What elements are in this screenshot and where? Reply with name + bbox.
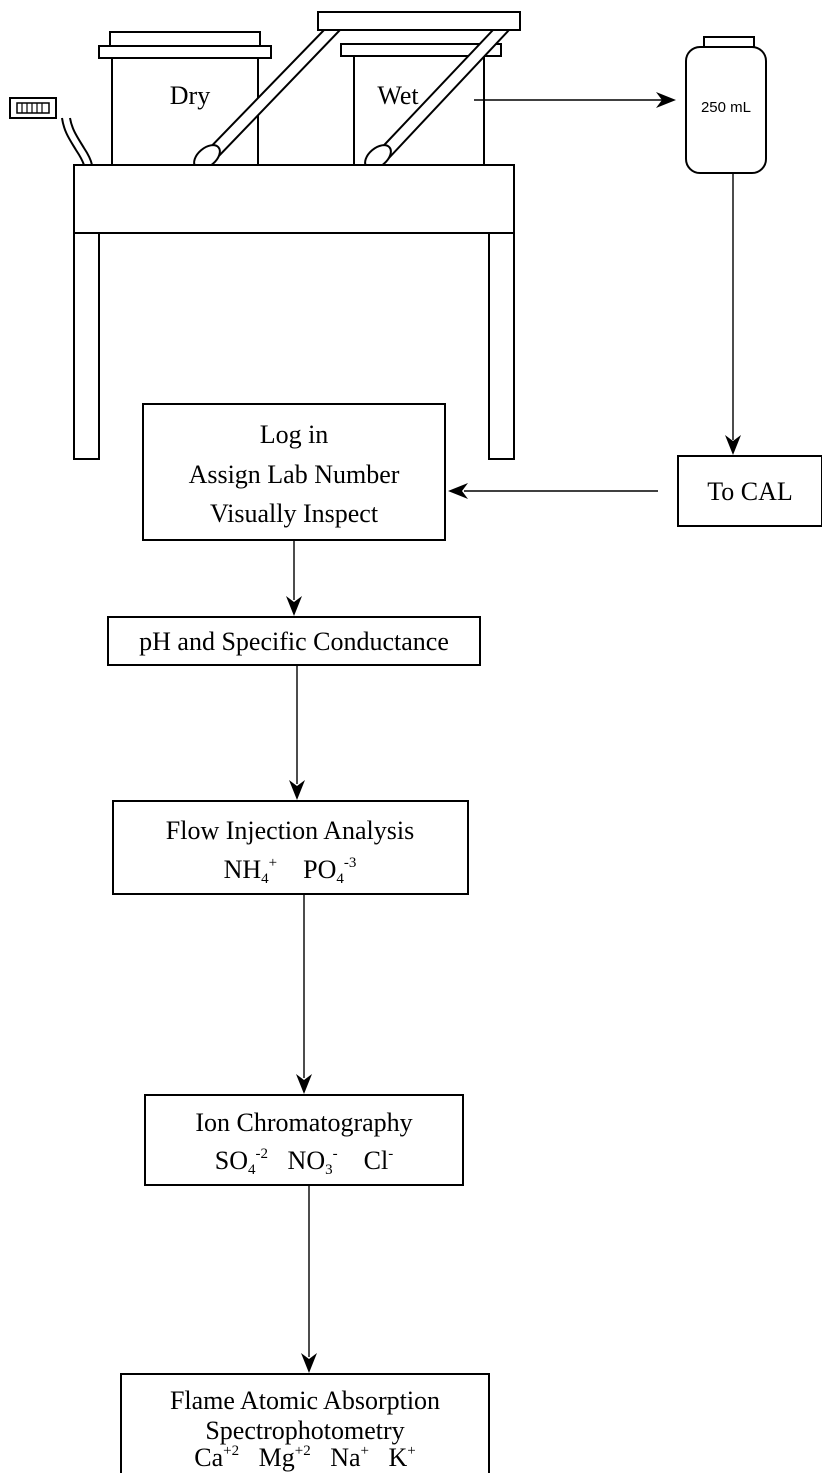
arrow-fia-to-ic	[296, 894, 312, 1094]
wet-dry-collector: Dry Wet	[9, 11, 521, 460]
dry-label: Dry	[170, 81, 210, 110]
login-line-3: Visually Inspect	[210, 499, 379, 528]
arrow-ic-to-faas	[301, 1185, 317, 1373]
sensor-cable	[61, 117, 93, 166]
arrow-cal-to-login	[448, 483, 658, 499]
faas-analytes: Ca+2 Mg+2 Na+ K+	[194, 1443, 416, 1472]
lid-arm-left	[193, 29, 343, 170]
collector-table	[73, 164, 515, 460]
ca-base: Ca	[194, 1443, 223, 1472]
to-cal-label: To CAL	[707, 477, 793, 506]
ph-conductance-box: pH and Specific Conductance	[107, 616, 481, 666]
login-box: Log in Assign Lab Number Visually Inspec…	[142, 403, 446, 541]
cl-base: Cl	[364, 1146, 389, 1175]
na-sup: +	[361, 1443, 369, 1459]
ph-conductance-label: pH and Specific Conductance	[139, 627, 449, 656]
fia-title: Flow Injection Analysis	[166, 816, 414, 845]
flame-aas-box: Flame Atomic Absorption Spectrophotometr…	[120, 1373, 490, 1473]
no3-sub: 3	[325, 1162, 333, 1178]
sensor-box	[9, 97, 57, 119]
arrow-wet-to-bottle	[474, 92, 676, 108]
nh4-sub: 4	[261, 871, 269, 887]
so4-sub: 4	[248, 1162, 256, 1178]
k-sup: +	[407, 1443, 415, 1459]
po4-sup: -3	[344, 855, 357, 871]
dry-bucket: Dry	[98, 31, 272, 167]
faas-line-1: Flame Atomic Absorption	[170, 1386, 440, 1415]
po4-base: PO	[303, 855, 336, 884]
cl-sup: -	[388, 1146, 393, 1162]
faas-line-2: Spectrophotometry	[205, 1416, 404, 1445]
mg-base: Mg	[259, 1443, 295, 1472]
nh4-base: NH	[224, 855, 262, 884]
k-base: K	[389, 1443, 408, 1472]
po4-sub: 4	[336, 871, 344, 887]
to-cal-box: To CAL	[677, 455, 822, 527]
login-line-1: Log in	[260, 420, 329, 449]
sample-bottle: 250 mL	[685, 36, 767, 174]
nh4-sup: +	[269, 855, 277, 871]
login-line-2: Assign Lab Number	[189, 460, 400, 489]
mg-sup: +2	[295, 1443, 311, 1459]
no3-base: NO	[288, 1146, 326, 1175]
fia-analytes: NH4+ PO4-3	[224, 855, 357, 887]
ic-title: Ion Chromatography	[195, 1108, 412, 1137]
bottle-label: 250 mL	[701, 99, 751, 116]
na-base: Na	[330, 1443, 361, 1472]
so4-sup: -2	[256, 1146, 269, 1162]
no3-sup: -	[333, 1146, 338, 1162]
arrow-login-to-ph	[286, 540, 302, 616]
collector-roof	[317, 11, 521, 31]
ca-sup: +2	[223, 1443, 239, 1459]
so4-base: SO	[215, 1146, 248, 1175]
flow-injection-box: Flow Injection Analysis NH4+ PO4-3	[112, 800, 469, 895]
wet-label: Wet	[377, 81, 419, 110]
ic-analytes: SO4-2 NO3- Cl-	[215, 1146, 393, 1178]
arrow-ph-to-fia	[289, 665, 305, 800]
ion-chromatography-box: Ion Chromatography SO4-2 NO3- Cl-	[144, 1094, 464, 1186]
arrow-bottle-to-cal	[725, 173, 741, 455]
